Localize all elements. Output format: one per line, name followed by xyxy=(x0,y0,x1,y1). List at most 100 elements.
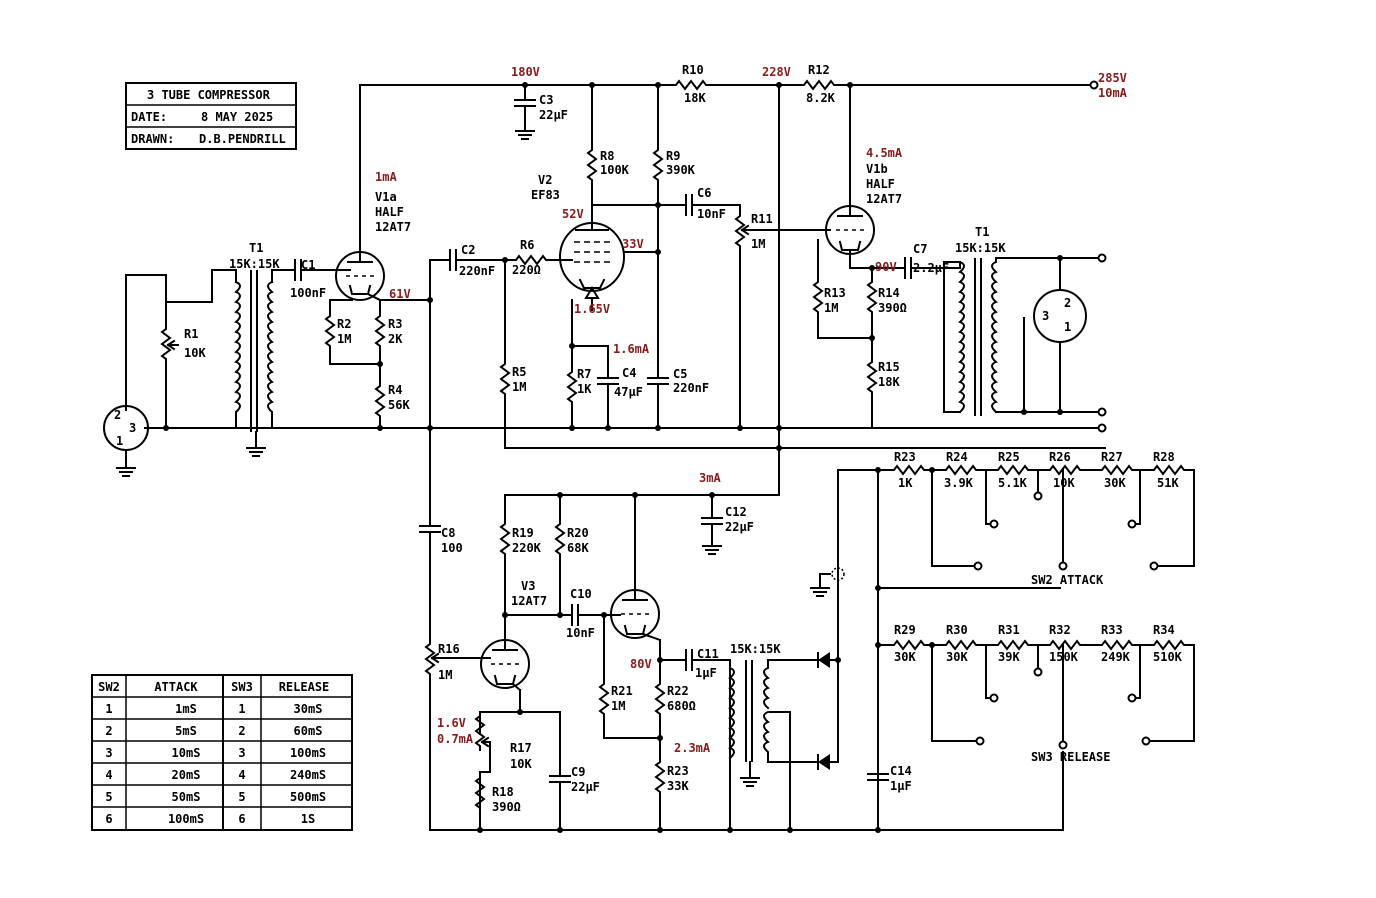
c1-value: 100nF xyxy=(290,286,326,300)
c1-ref: C1 xyxy=(301,258,315,272)
sidechain-transformer xyxy=(728,659,770,763)
component-labels: R1 10K R2 1M R3 2K R4 56K R5 1M R6 220Ω … xyxy=(184,63,1183,814)
r33-value: 249K xyxy=(1101,650,1131,664)
label-3ma: 3mA xyxy=(699,471,721,485)
v1a-ref: V1a xyxy=(375,190,397,204)
r1-value: 10K xyxy=(184,346,206,360)
transformer-labels: T1 15K:15K T1 15K:15K 15K:15K xyxy=(229,225,1006,656)
r26-ref: R26 xyxy=(1049,450,1071,464)
t1-in-ref: T1 xyxy=(249,241,263,255)
c11-value: 1µF xyxy=(695,666,717,680)
r2-ref: R2 xyxy=(337,317,351,331)
r24-value: 3.9K xyxy=(944,476,974,490)
r22-value: 680Ω xyxy=(667,699,696,713)
v2-ref: V2 xyxy=(538,173,552,187)
table-cell-r4-c0: 4 xyxy=(105,768,112,782)
v1b-ref: V1b xyxy=(866,162,888,176)
sw3-release-label: SW3 RELEASE xyxy=(1031,750,1110,764)
r6-value: 220Ω xyxy=(512,263,541,277)
drawn-value: D.B.PENDRILL xyxy=(199,132,286,146)
label-80v: 80V xyxy=(630,657,652,671)
r3-value: 2K xyxy=(388,332,403,346)
table-cell-r4-c2: 4 xyxy=(238,768,245,782)
c11-ref: C11 xyxy=(697,647,719,661)
r16-ref: R16 xyxy=(438,642,460,656)
c14-ref: C14 xyxy=(890,764,912,778)
r21-ref: R21 xyxy=(611,684,633,698)
table-cell-r3-c1: 10mS xyxy=(172,746,201,760)
label-1-6v: 1.6V xyxy=(437,716,466,730)
c5-value: 220nF xyxy=(673,381,709,395)
table-header-1: ATTACK xyxy=(154,680,198,694)
v2-type: EF83 xyxy=(531,188,560,202)
table-cell-r6-c2: 6 xyxy=(238,812,245,826)
label-285v: 285V xyxy=(1098,71,1127,85)
r24-ref: R24 xyxy=(946,450,968,464)
v3-ref: V3 xyxy=(521,579,535,593)
r33-ref: R33 xyxy=(1101,623,1123,637)
table-cell-r6-c0: 6 xyxy=(105,812,112,826)
label-1-6ma: 1.6mA xyxy=(613,342,650,356)
c10-ref: C10 xyxy=(570,587,592,601)
label-2-3ma: 2.3mA xyxy=(674,741,711,755)
r18-value: 390Ω xyxy=(492,800,521,814)
table-cell-r2-c0: 2 xyxy=(105,724,112,738)
xlr-out-pin-2: 2 xyxy=(1064,296,1071,310)
t1-out-ratio: 15K:15K xyxy=(955,241,1006,255)
c6-ref: C6 xyxy=(697,186,711,200)
table-cell-r1-c1: 1mS xyxy=(175,702,197,716)
r3-ref: R3 xyxy=(388,317,402,331)
label-228v: 228V xyxy=(762,65,791,79)
c3-value: 22µF xyxy=(539,108,568,122)
r28-value: 51K xyxy=(1157,476,1179,490)
diodes xyxy=(807,652,839,770)
r32-value: 150K xyxy=(1049,650,1079,664)
v3-type: 12AT7 xyxy=(511,594,547,608)
table-header-2: SW3 xyxy=(231,680,253,694)
c7-value: 2.2µF xyxy=(913,261,949,275)
label-1-65v: 1.65V xyxy=(574,302,610,316)
tube-v2 xyxy=(559,222,625,299)
r10-ref: R10 xyxy=(682,63,704,77)
wiring xyxy=(125,80,1107,831)
r8-ref: R8 xyxy=(600,149,614,163)
c12-ref: C12 xyxy=(725,505,747,519)
r4-ref: R4 xyxy=(388,383,402,397)
r25-value: 5.1K xyxy=(998,476,1028,490)
table-cell-r2-c1: 5mS xyxy=(175,724,197,738)
r19-ref: R19 xyxy=(512,526,534,540)
r11-value: 1M xyxy=(751,237,765,251)
label-4-5ma: 4.5mA xyxy=(866,146,903,160)
tube-v1a xyxy=(335,251,385,302)
r19-value: 220K xyxy=(512,541,542,555)
table-cell-r5-c2: 5 xyxy=(238,790,245,804)
table-cell-r4-c3: 240mS xyxy=(290,768,326,782)
tube-v1b xyxy=(825,199,875,269)
c9-ref: C9 xyxy=(571,765,585,779)
table-cell-r5-c0: 5 xyxy=(105,790,112,804)
v1a-type: 12AT7 xyxy=(375,220,411,234)
r34-ref: R34 xyxy=(1153,623,1175,637)
c5-ref: C5 xyxy=(673,367,687,381)
drawing-title: 3 TUBE COMPRESSOR xyxy=(147,88,271,102)
r27-ref: R27 xyxy=(1101,450,1123,464)
c2-value: 220nF xyxy=(459,264,495,278)
r29-ref: R29 xyxy=(894,623,916,637)
tube-v3b xyxy=(610,589,662,642)
r12-value: 8.2K xyxy=(806,91,836,105)
c6-value: 10nF xyxy=(697,207,726,221)
r23-value: 1K xyxy=(898,476,913,490)
r26-value: 10K xyxy=(1053,476,1075,490)
label-1ma: 1mA xyxy=(375,170,397,184)
r9-value: 390K xyxy=(666,163,696,177)
r6-ref: R6 xyxy=(520,238,534,252)
c4-value: 47µF xyxy=(614,385,643,399)
r4-value: 56K xyxy=(388,398,410,412)
table-cell-r3-c0: 3 xyxy=(105,746,112,760)
label-52v: 52V xyxy=(562,207,584,221)
c12-value: 22µF xyxy=(725,520,754,534)
r16-value: 1M xyxy=(438,668,452,682)
table-cell-r4-c1: 20mS xyxy=(172,768,201,782)
label-61v: 61V xyxy=(389,287,411,301)
